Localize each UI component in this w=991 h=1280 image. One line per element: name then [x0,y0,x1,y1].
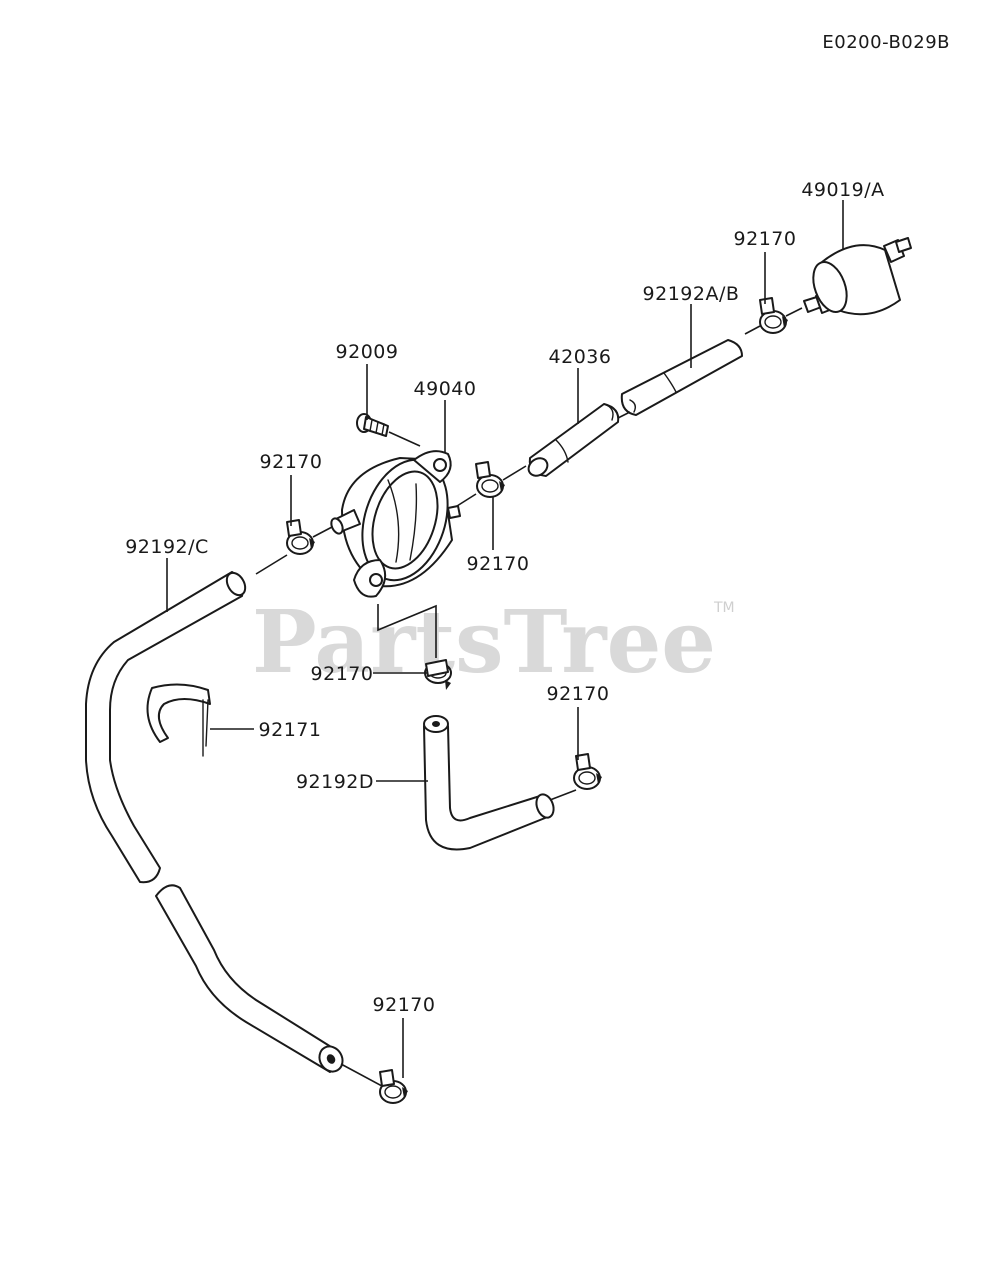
assembly-lines [255,307,803,1087]
label-clamp-bottom: 92170 [373,994,436,1016]
fuel-cock-49040[interactable] [341,449,462,598]
label-fuel-cock: 49040 [414,378,477,400]
clamp-filter[interactable] [759,297,788,334]
diagram-code: E0200-B029B [822,32,950,53]
leader-lines [166,200,844,1078]
label-hose-c: 92192/C [125,536,209,558]
clamp-right-of-cock[interactable] [475,461,505,498]
clamp-bottom[interactable] [379,1069,408,1104]
hose-92192ab[interactable] [620,339,743,416]
clamp-hose-d[interactable] [573,753,602,790]
label-clamp-right-of-cock: 92170 [467,553,530,575]
label-clamp-filter: 92170 [734,228,797,250]
bolt-92009[interactable] [356,413,389,437]
watermark: PartsTree [252,592,716,693]
label-pipe: 42036 [549,346,612,368]
label-clamp-center: 92170 [311,663,374,685]
label-clip: 92171 [259,719,322,741]
label-hose-ab: 92192A/B [643,283,740,305]
pipe-42036[interactable] [525,403,620,479]
label-fuel-filter: 49019/A [801,179,884,201]
hose-92192d[interactable] [423,715,557,851]
label-clamp-hose-d: 92170 [547,683,610,705]
clip-92171[interactable] [146,683,211,757]
label-clamp-left: 92170 [260,451,323,473]
hose-92192c[interactable] [85,570,347,1076]
clamp-left[interactable] [286,519,315,555]
label-bolt: 92009 [336,341,399,363]
fuel-cock-nipple [330,509,361,535]
fuel-filter[interactable] [803,237,912,317]
watermark-tm: TM [713,600,735,616]
label-hose-d: 92192D [296,771,374,793]
